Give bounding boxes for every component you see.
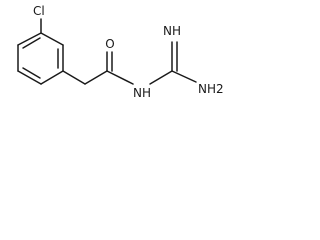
guanidine-to-nh2-bond [171,70,197,83]
ring-double-bond [22,37,41,49]
amine-nh2-label: NH2 [198,82,224,96]
imine-nh-label: NH [163,24,181,38]
carbonyl-to-nh-bond [106,70,134,85]
oxygen-atom-label: O [105,37,114,51]
amide-nh-label: NH [133,86,151,100]
ring-double-bond [22,67,41,79]
ring-bond [40,32,64,46]
nh-to-guanidine-bond [149,70,173,85]
ring-to-ch2-bond [62,70,86,85]
benzene-ring [17,32,64,85]
ring-bond [17,70,42,85]
ring-bond [17,32,42,46]
ring-bond [40,70,64,85]
structure-diagram: Cl O NH NH NH2 [17,4,224,100]
chlorine-atom-label: Cl [33,4,45,18]
side-chain [40,18,197,85]
ch2-to-carbonyl-bond [84,70,108,85]
